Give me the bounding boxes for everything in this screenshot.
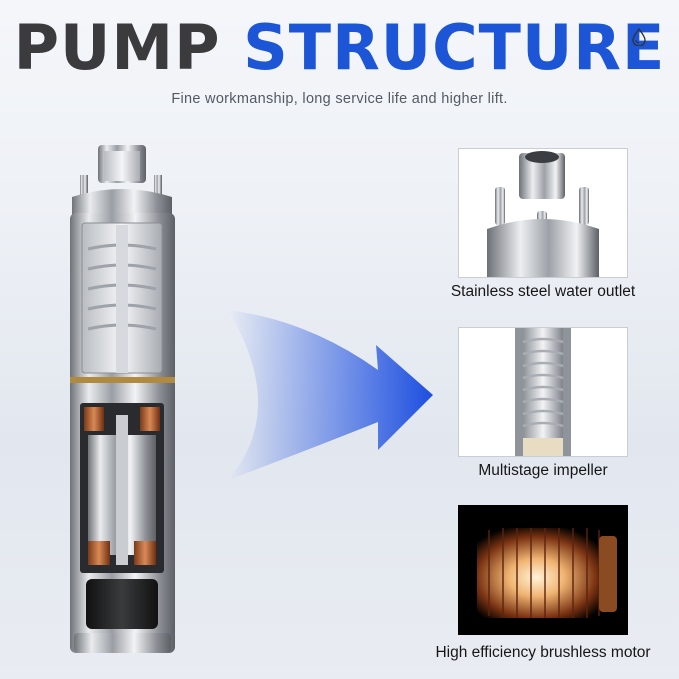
feature-image-motor [458, 505, 628, 635]
title-word-pump: PUMP [13, 11, 221, 84]
feature-caption-water-outlet: Stainless steel water outlet [450, 283, 636, 300]
water-drop-icon [632, 28, 646, 46]
flow-arrow-icon [228, 310, 433, 480]
feature-image-water-outlet [458, 148, 628, 278]
feature-image-impeller [458, 327, 628, 457]
page-subtitle: Fine workmanship, long service life and … [171, 91, 508, 107]
page-title: PUMP STRUCTURE [0, 12, 679, 84]
feature-caption-impeller: Multistage impeller [478, 462, 608, 479]
pump-cutaway-image [70, 145, 175, 653]
feature-caption-motor: High efficiency brushless motor [435, 644, 651, 661]
title-word-structure: STRUCTURE [243, 11, 666, 84]
